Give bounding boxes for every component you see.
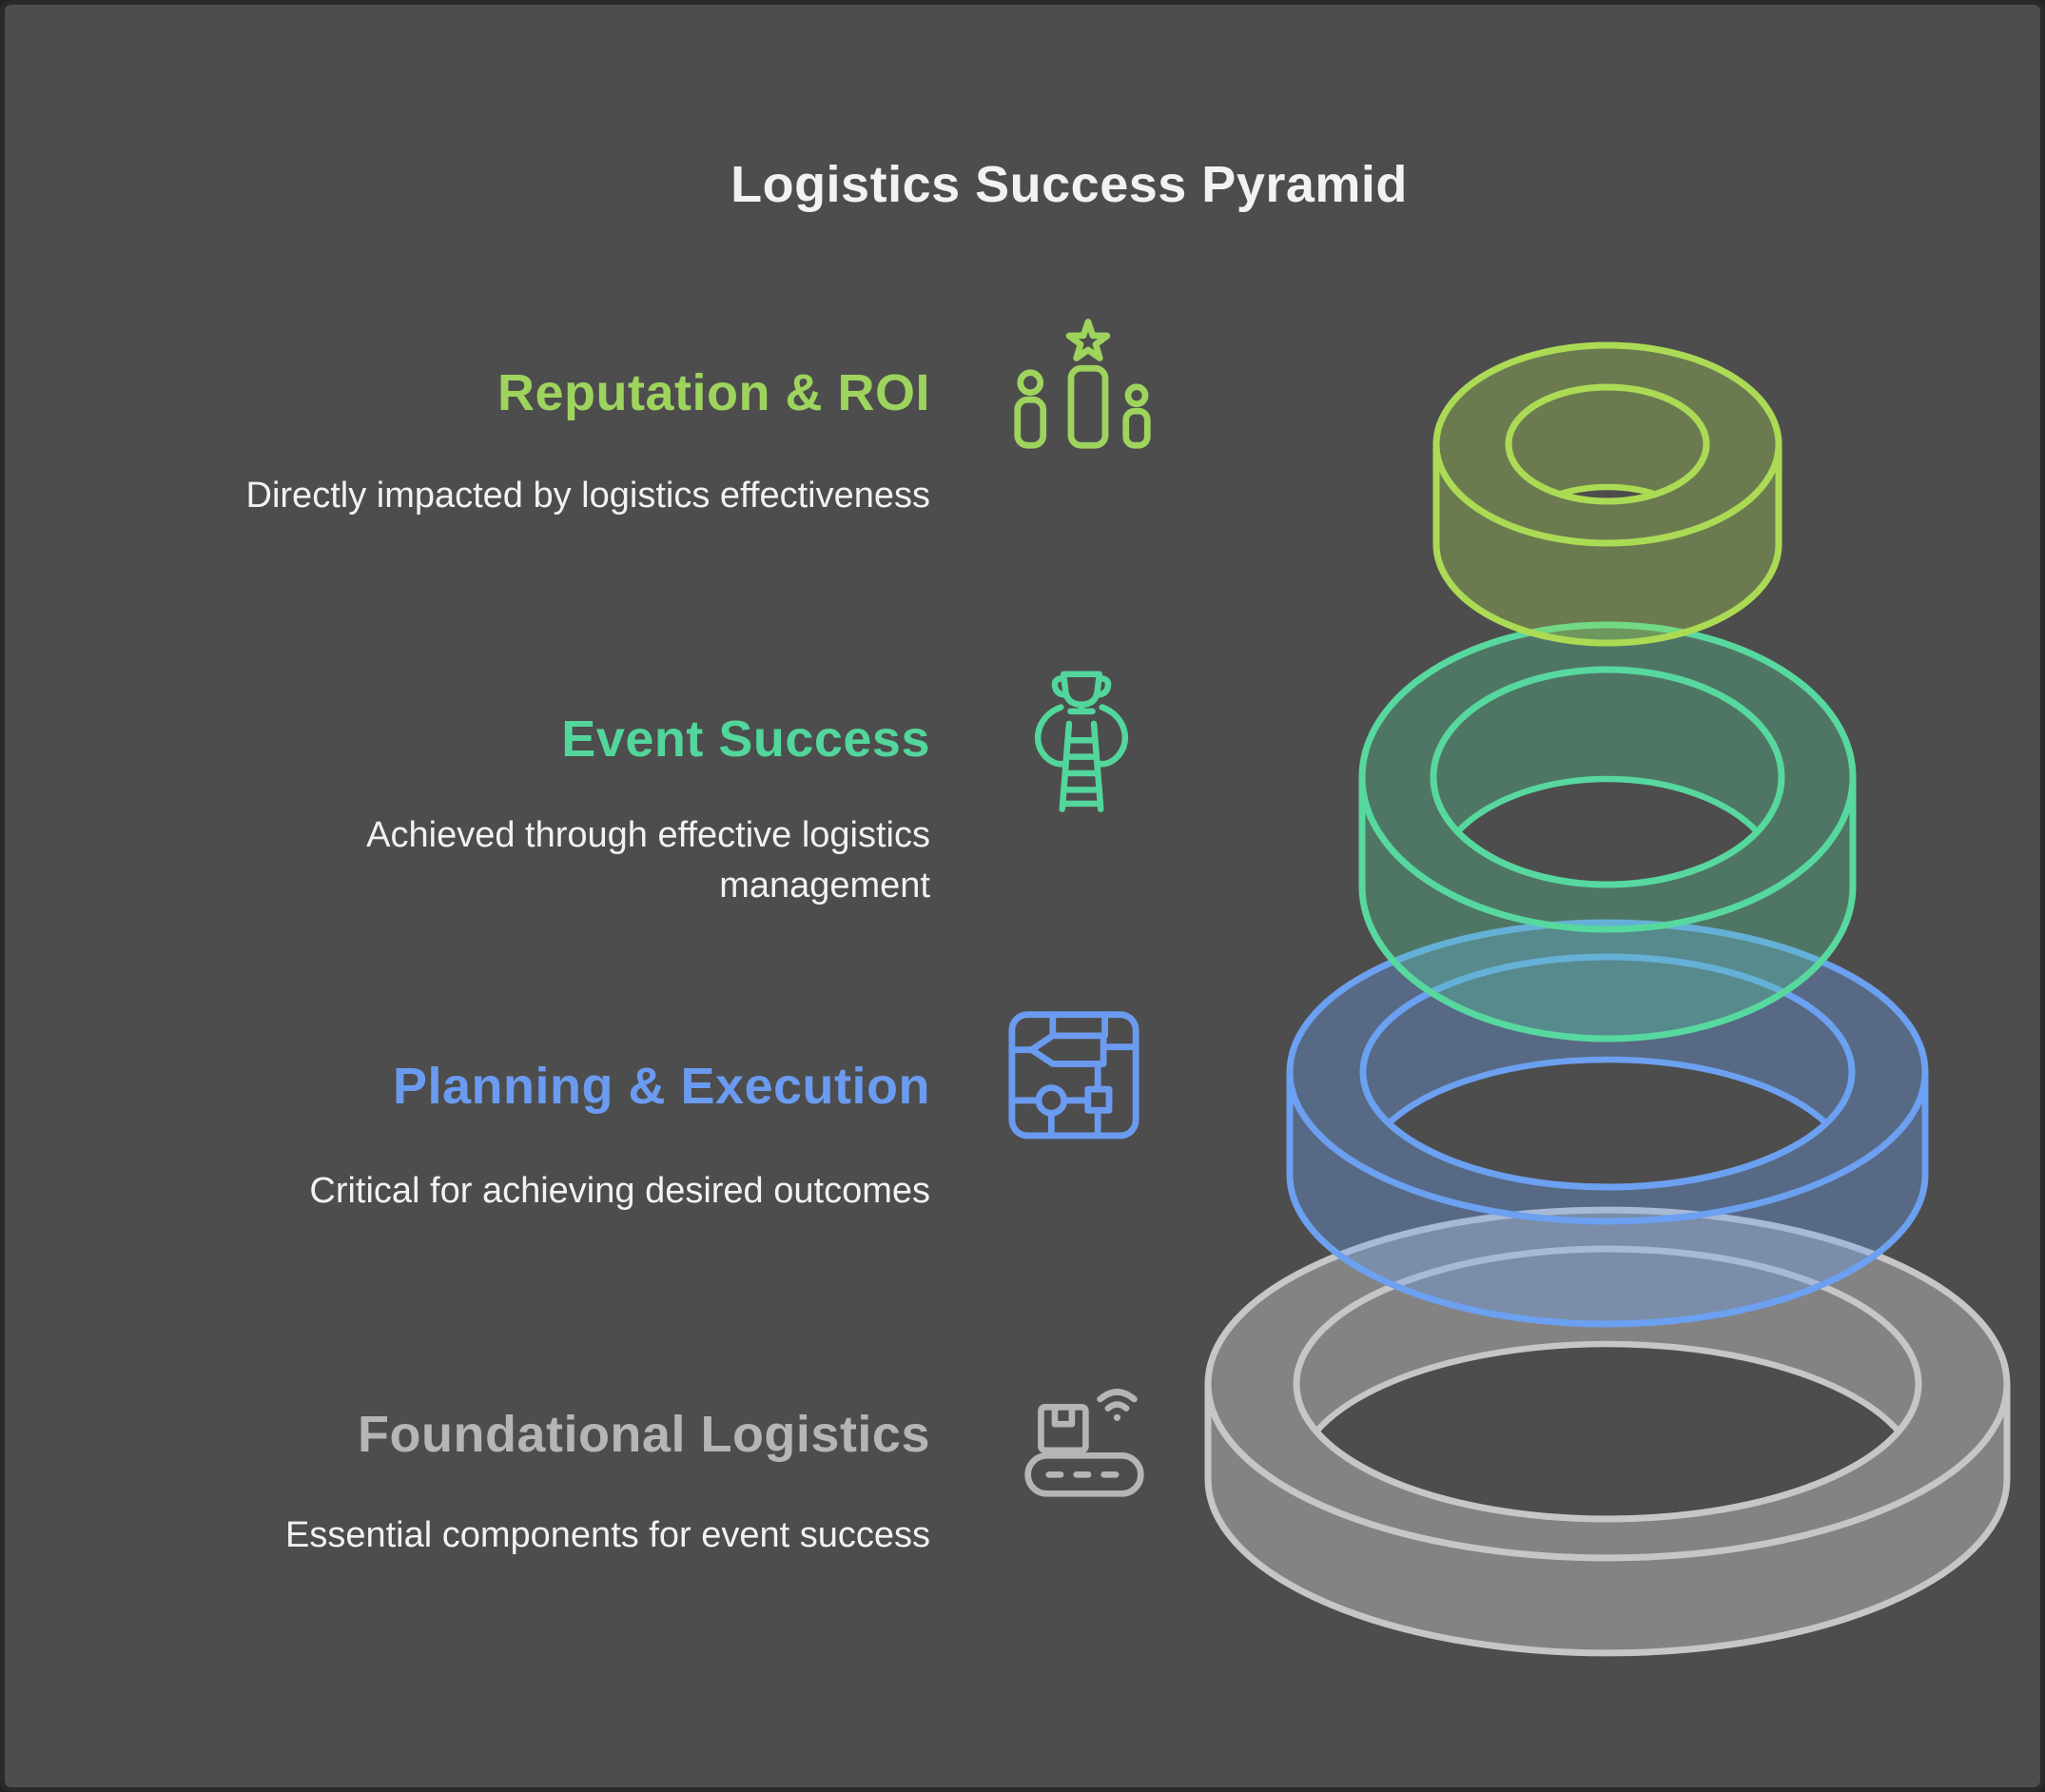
star-shape	[1065, 319, 1111, 361]
section-description-event-success: Achieved through effective logistics man…	[366, 815, 930, 906]
cloud-arm-left	[1035, 704, 1067, 768]
person-right-head	[1124, 383, 1149, 408]
person-left-body	[1014, 396, 1047, 449]
cloud-arm-right	[1096, 704, 1128, 768]
ring-planning-execution	[1286, 919, 1929, 1328]
section-description-reputation-roi: Directly impacted by logistics effective…	[245, 476, 930, 516]
ring-foundational-logistics	[1204, 1206, 2011, 1657]
section-heading-reputation-roi: Reputation & ROI	[497, 364, 930, 421]
map-border	[1008, 1011, 1139, 1139]
person-left-head	[1017, 369, 1044, 397]
ladder-rungs	[1059, 737, 1104, 808]
podium-star-icon	[1011, 319, 1154, 471]
strategy-map-icon	[1003, 1011, 1144, 1146]
wifi-arc-inner	[1104, 1401, 1130, 1412]
podium-bar	[1067, 364, 1109, 449]
trophy-handle-left	[1051, 674, 1070, 698]
map-arrow	[1028, 1032, 1107, 1067]
section-heading-foundational-logistics: Foundational Logistics	[358, 1406, 930, 1463]
conveyor-base	[1024, 1452, 1144, 1497]
pyramid-rings	[1204, 341, 2011, 1657]
trophy-stem	[1067, 701, 1096, 715]
ring-event-success	[1358, 621, 1857, 1042]
person-right-body	[1122, 407, 1151, 449]
trophy-handle-right	[1093, 674, 1112, 698]
ring-reputation-roi	[1432, 341, 1782, 647]
section-description-foundational-logistics: Essential components for event success	[284, 1515, 930, 1555]
section-description-planning-execution: Critical for achieving desired outcomes	[309, 1171, 930, 1211]
page-title: Logistics Success Pyramid	[730, 156, 1408, 213]
smart-conveyor-icon	[1019, 1371, 1150, 1504]
trophy-ladder-icon	[1019, 669, 1144, 813]
section-heading-event-success: Event Success	[561, 711, 930, 768]
package-slot	[1051, 1403, 1076, 1428]
wifi-dot	[1113, 1413, 1121, 1421]
wifi-arc-outer	[1097, 1389, 1138, 1403]
section-heading-planning-execution: Planning & Execution	[392, 1058, 930, 1115]
